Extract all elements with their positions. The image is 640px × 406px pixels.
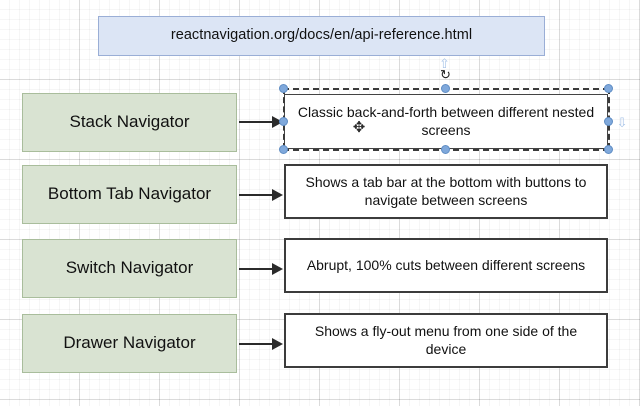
description-label: Abrupt, 100% cuts between different scre… [306, 256, 586, 273]
connector-up-icon: ⇧ [439, 57, 450, 72]
description-box-drawer[interactable]: Shows a fly-out menu from one side of th… [284, 313, 608, 368]
description-box-switch[interactable]: Abrupt, 100% cuts between different scre… [284, 238, 608, 293]
navigator-label: Switch Navigator [65, 258, 194, 278]
resize-handle-top-left[interactable] [279, 84, 288, 93]
resize-handle-top-right[interactable] [604, 84, 613, 93]
rotate-handle-icon[interactable]: ↻ [440, 67, 451, 82]
description-label: Classic back-and-forth between different… [297, 104, 595, 138]
arrow-drawer [239, 343, 281, 345]
move-cursor-icon: ✥ [352, 118, 366, 136]
navigator-box-bottom-tab[interactable]: Bottom Tab Navigator [22, 165, 237, 224]
connector-right-icon: ⇨ [613, 117, 629, 128]
arrow-bottom-tab [239, 194, 281, 196]
resize-handle-top-center[interactable] [441, 84, 450, 93]
resize-handle-middle-left[interactable] [279, 117, 288, 126]
arrow-stack [239, 121, 281, 123]
description-box-stack[interactable]: Classic back-and-forth between different… [284, 94, 608, 149]
arrow-switch [239, 268, 281, 270]
resize-handle-bottom-left[interactable] [279, 145, 288, 154]
navigator-box-drawer[interactable]: Drawer Navigator [22, 314, 237, 373]
navigator-box-switch[interactable]: Switch Navigator [22, 239, 237, 298]
resize-handle-middle-right[interactable] [604, 117, 613, 126]
description-box-bottom-tab[interactable]: Shows a tab bar at the bottom with butto… [284, 164, 608, 219]
description-label: Shows a tab bar at the bottom with butto… [305, 174, 587, 208]
description-label: Shows a fly-out menu from one side of th… [314, 323, 578, 357]
resize-handle-bottom-center[interactable] [441, 145, 450, 154]
navigator-label: Stack Navigator [69, 112, 190, 132]
navigator-box-stack[interactable]: Stack Navigator [22, 93, 237, 152]
resize-handle-bottom-right[interactable] [604, 145, 613, 154]
navigator-label: Drawer Navigator [63, 333, 196, 353]
url-node-label: reactnavigation.org/docs/en/api-referenc… [170, 27, 473, 44]
url-node[interactable]: reactnavigation.org/docs/en/api-referenc… [98, 16, 545, 56]
navigator-label: Bottom Tab Navigator [47, 184, 212, 204]
